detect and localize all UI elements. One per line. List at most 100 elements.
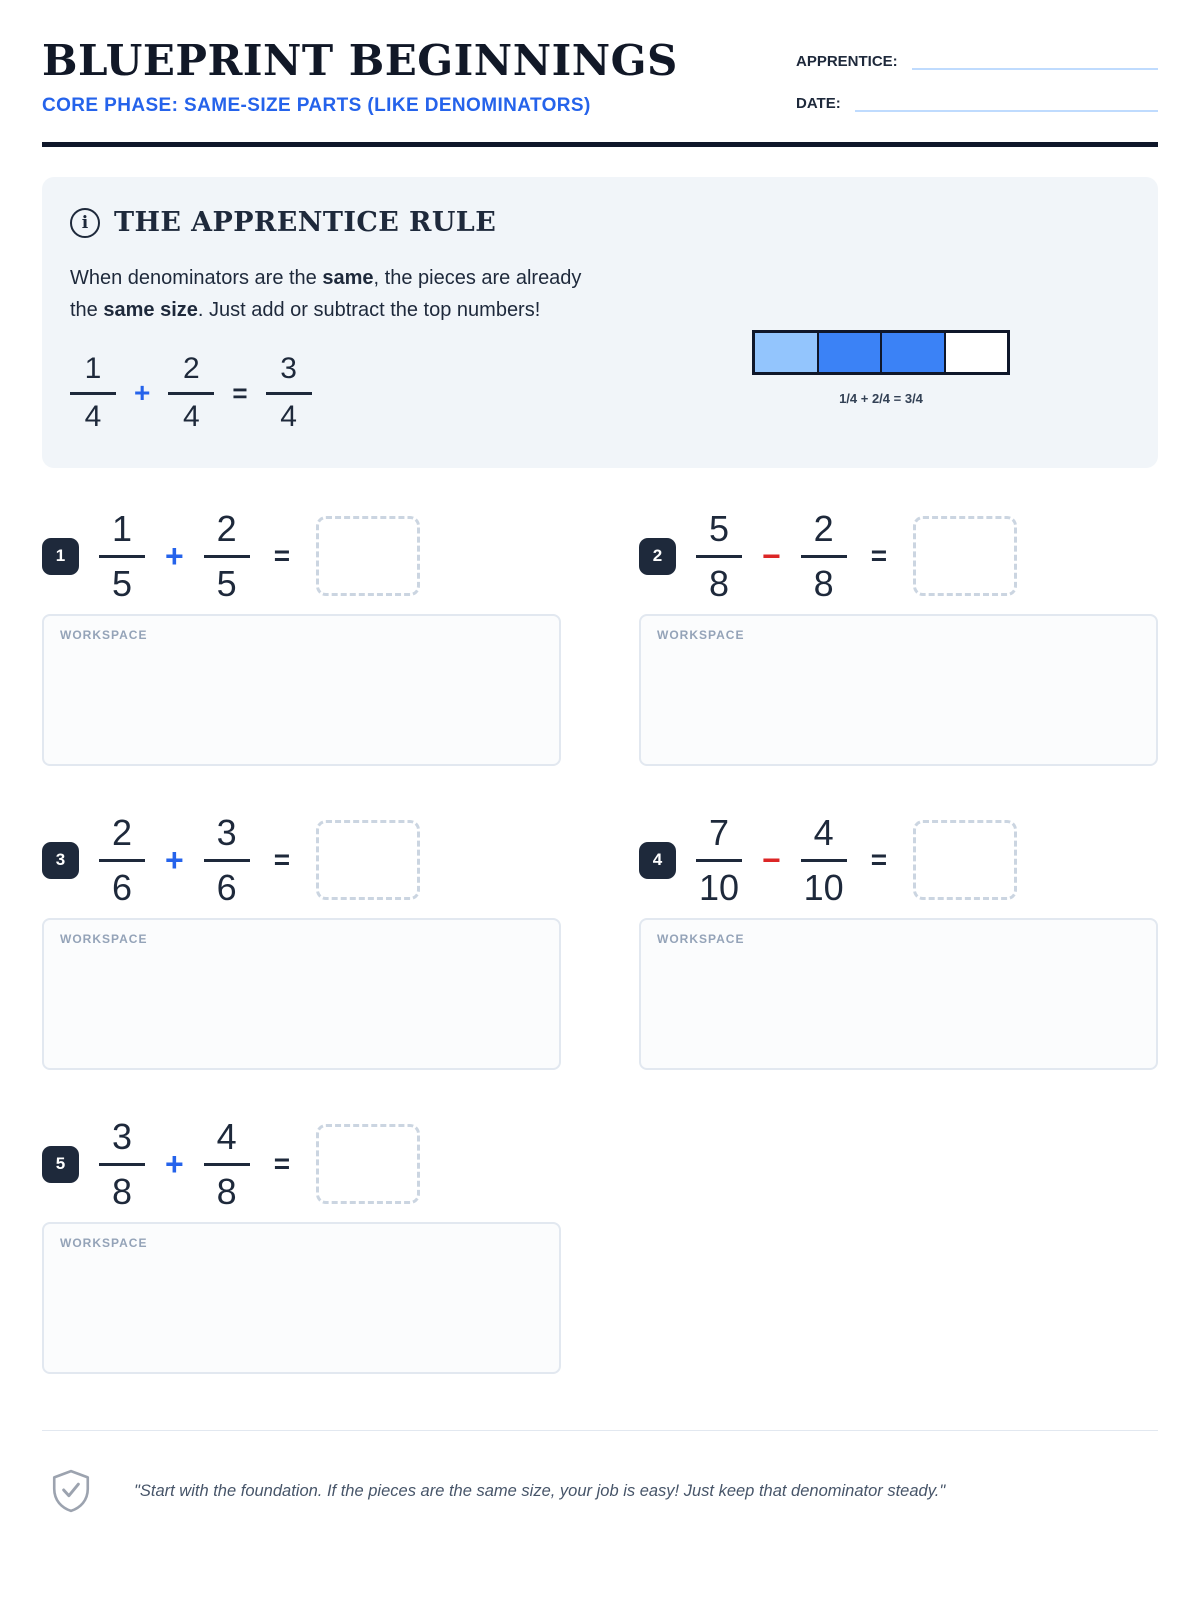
fraction-2: 4 8	[203, 1116, 250, 1212]
footer-quote: "Start with the foundation. If the piece…	[134, 1481, 946, 1500]
fraction-2: 4 10	[800, 812, 847, 908]
operator: +	[165, 537, 184, 574]
apprentice-name-input[interactable]	[911, 50, 1158, 70]
denominator: 8	[813, 562, 834, 604]
date-label: DATE:	[796, 95, 841, 112]
fraction-2: 2 5	[203, 508, 250, 604]
numerator: 4	[203, 1116, 250, 1166]
date-input[interactable]	[854, 92, 1158, 112]
denominator: 6	[216, 866, 237, 908]
fraction-1: 2 6	[99, 812, 145, 908]
numerator: 7	[696, 812, 742, 862]
denominator: 5	[216, 562, 237, 604]
numerator: 2	[800, 508, 847, 558]
numerator: 3	[99, 1116, 145, 1166]
equals-sign: =	[273, 540, 291, 571]
denominator: 8	[111, 1170, 133, 1212]
equals-sign: =	[870, 540, 888, 571]
example-fraction-result: 3 4	[265, 352, 312, 434]
denominator: 6	[111, 866, 133, 908]
rule-body-text: When denominators are the same, the piec…	[70, 267, 582, 321]
rule-title: THE APPRENTICE RULE	[114, 207, 497, 238]
problem-3: 3 2 6 + 3 6 = WORKSPACE	[42, 812, 561, 1070]
problem-number-badge: 4	[639, 841, 676, 879]
apprentice-field-row: APPRENTICE:	[796, 50, 1158, 70]
problem-2: 2 5 8 − 2 8 = WORKSPACE	[639, 508, 1158, 766]
numerator: 3	[265, 352, 312, 395]
workspace-label: WORKSPACE	[60, 932, 148, 946]
fraction-bar-figure: 1/4 + 2/4 = 3/4	[752, 330, 1010, 406]
problem-number-badge: 1	[42, 537, 79, 575]
example-fraction-1: 1 4	[70, 352, 116, 434]
numerator: 1	[99, 508, 145, 558]
footer: "Start with the foundation. If the piece…	[42, 1430, 1158, 1513]
bar-cell-shaded-light	[755, 333, 819, 372]
bar-cell-empty	[945, 333, 1007, 372]
problem-number-badge: 2	[639, 537, 676, 575]
equation-row: 3 2 6 + 3 6 =	[42, 812, 561, 908]
workspace-label: WORKSPACE	[657, 628, 745, 642]
worksheet-page: BLUEPRINT BEGINNINGS CORE PHASE: SAME-SI…	[42, 36, 1158, 1513]
answer-box[interactable]	[316, 516, 421, 596]
problem-5: 5 3 8 + 4 8 = WORKSPACE	[42, 1116, 561, 1374]
answer-box[interactable]	[913, 516, 1018, 596]
header-divider	[42, 142, 1158, 147]
denominator: 10	[803, 866, 844, 908]
answer-box[interactable]	[316, 1124, 421, 1204]
operator: −	[762, 537, 781, 574]
workspace-label: WORKSPACE	[60, 628, 148, 642]
fraction-2: 3 6	[203, 812, 250, 908]
workspace-label: WORKSPACE	[60, 1236, 148, 1250]
equals-sign: =	[273, 844, 291, 875]
shield-check-icon	[52, 1469, 90, 1513]
workspace-area[interactable]: WORKSPACE	[42, 918, 561, 1070]
apprentice-rule-panel: i THE APPRENTICE RULE When denominators …	[42, 177, 1158, 468]
apprentice-label: APPRENTICE:	[796, 53, 898, 70]
denominator: 8	[216, 1170, 237, 1212]
fraction-1: 1 5	[99, 508, 145, 604]
problem-1: 1 1 5 + 2 5 = WORKSPACE	[42, 508, 561, 766]
rule-content: When denominators are the same, the piec…	[70, 262, 1124, 434]
rule-left-column: When denominators are the same, the piec…	[70, 262, 610, 434]
equation-row: 1 1 5 + 2 5 =	[42, 508, 561, 604]
problem-number-badge: 5	[42, 1145, 79, 1183]
operator: +	[134, 377, 151, 408]
numerator: 2	[203, 508, 250, 558]
page-subtitle: CORE PHASE: SAME-SIZE PARTS (LIKE DENOMI…	[42, 95, 591, 116]
problem-number-badge: 3	[42, 841, 79, 879]
equals-sign: =	[232, 377, 248, 408]
bar-cell-shaded	[818, 333, 882, 372]
header-titles: BLUEPRINT BEGINNINGS CORE PHASE: SAME-SI…	[42, 36, 678, 117]
info-icon: i	[70, 207, 100, 238]
date-field-row: DATE:	[796, 92, 1158, 112]
rule-header: i THE APPRENTICE RULE	[70, 207, 1124, 238]
footer-divider	[42, 1430, 1158, 1431]
numerator: 1	[70, 352, 116, 395]
denominator: 5	[111, 562, 133, 604]
numerator: 4	[800, 812, 847, 862]
denominator: 10	[698, 866, 740, 908]
footer-row: "Start with the foundation. If the piece…	[42, 1469, 1158, 1513]
workspace-area[interactable]: WORKSPACE	[639, 614, 1158, 766]
bar-cell-shaded	[882, 333, 946, 372]
denominator: 4	[280, 399, 297, 433]
fraction-2: 2 8	[800, 508, 847, 604]
equals-sign: =	[870, 844, 888, 875]
answer-box[interactable]	[913, 820, 1018, 900]
workspace-area[interactable]: WORKSPACE	[639, 918, 1158, 1070]
numerator: 2	[168, 352, 215, 395]
fraction-1: 7 10	[696, 812, 742, 908]
header: BLUEPRINT BEGINNINGS CORE PHASE: SAME-SI…	[42, 36, 1158, 134]
denominator: 8	[708, 562, 730, 604]
example-equation: 1 4 + 2 4 = 3 4	[70, 352, 610, 434]
example-fraction-2: 2 4	[168, 352, 215, 434]
workspace-area[interactable]: WORKSPACE	[42, 1222, 561, 1374]
numerator: 2	[99, 812, 145, 862]
workspace-area[interactable]: WORKSPACE	[42, 614, 561, 766]
operator: +	[165, 1145, 184, 1182]
workspace-label: WORKSPACE	[657, 932, 745, 946]
numerator: 5	[696, 508, 742, 558]
operator: −	[762, 841, 781, 878]
equation-row: 5 3 8 + 4 8 =	[42, 1116, 561, 1212]
answer-box[interactable]	[316, 820, 421, 900]
